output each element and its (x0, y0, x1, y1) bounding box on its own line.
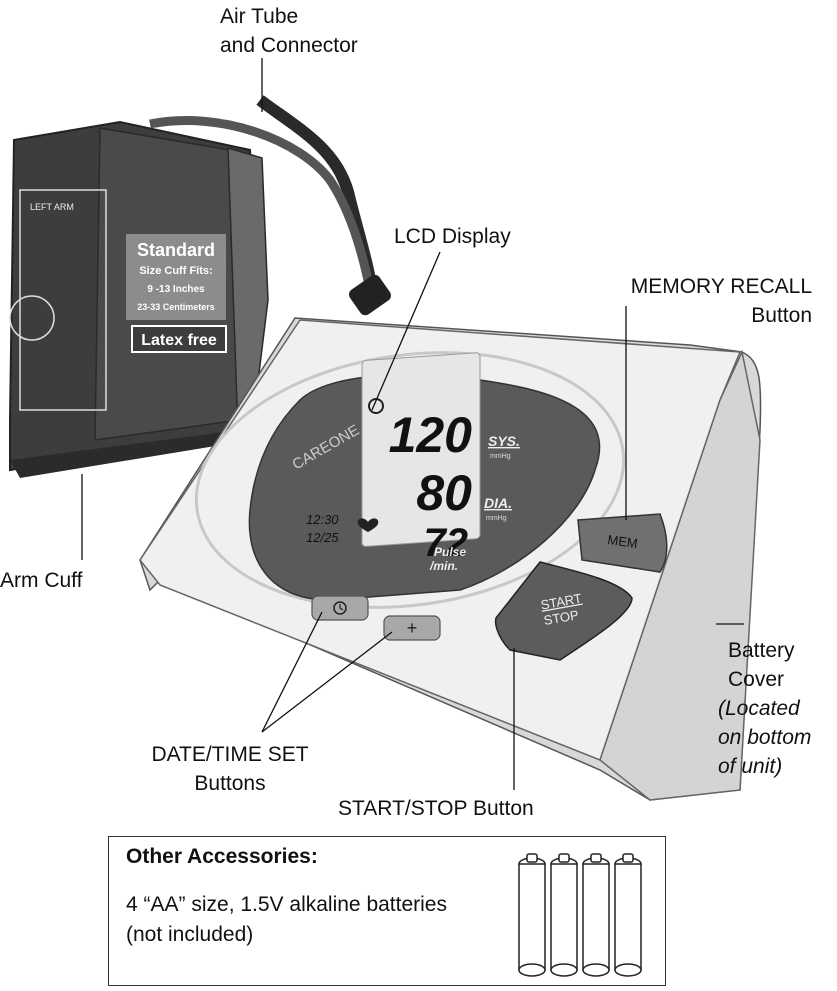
accessories-title: Other Accessories: (126, 845, 318, 868)
arm-cuff-label: Arm Cuff (0, 569, 83, 592)
start-stop-label: START/STOP Button (338, 797, 534, 820)
pulse-label: Pulse/min. (429, 545, 466, 573)
cuff-size-line: Size Cuff Fits: (139, 265, 212, 277)
accessories-box: Other Accessories: 4 “AA” size, 1.5V alk… (108, 836, 666, 986)
plus-button[interactable]: + (383, 615, 441, 641)
cuff-brand-title: Standard (137, 240, 215, 260)
cuff-side-label: LEFT ARM (30, 202, 74, 212)
dia-unit: mmHg (486, 515, 507, 522)
air-tube (149, 95, 391, 316)
lcd-dia-value: 80 (416, 465, 472, 521)
lcd-pulse-value: 72 (424, 521, 469, 565)
plus-button-label: + (407, 618, 418, 638)
monitor-body: CAREONE 120 80 72 12:30 12/25 SYS. mmHg … (139, 317, 762, 801)
start-stop-button[interactable]: START STOP (494, 561, 633, 661)
cuff-cm: 23-33 Centimeters (137, 302, 215, 312)
accessories-line-2: (not included) (126, 923, 254, 946)
mem-button-label: MEM (607, 532, 639, 551)
sys-unit: mmHg (490, 453, 511, 460)
lcd-time: 12:30 (306, 512, 339, 527)
lcd-display-label: LCD Display (394, 225, 511, 248)
cuff-latex-label: Latex free (141, 332, 217, 349)
stop-button-label: STOP (543, 607, 580, 628)
battery-location-note: (Located on bottom of unit) (718, 697, 812, 778)
start-button-label: START (540, 591, 583, 613)
leader-lines (81, 58, 744, 790)
dia-label: DIA. (484, 495, 512, 511)
clock-icon (333, 601, 347, 615)
sys-label: SYS. (488, 433, 520, 449)
arm-cuff: LEFT ARM Standard Size Cuff Fits: 9 -13 … (9, 120, 269, 478)
mem-button[interactable]: MEM (577, 513, 668, 573)
lcd-sys-value: 120 (389, 407, 473, 463)
lcd-date: 12/25 (306, 530, 339, 545)
battery-cover-label: Battery Cover (728, 639, 795, 691)
heart-icon (357, 518, 379, 532)
air-tube-label: Air Tube and Connector (220, 5, 358, 57)
date-time-set-label: DATE/TIME SET Buttons (151, 743, 309, 795)
batteries-icon (518, 853, 642, 977)
accessories-line-1: 4 “AA” size, 1.5V alkaline batteries (126, 893, 447, 916)
memory-recall-label: MEMORY RECALL Button (630, 275, 812, 327)
cuff-inches: 9 -13 Inches (147, 284, 205, 295)
clock-button[interactable] (311, 595, 369, 621)
